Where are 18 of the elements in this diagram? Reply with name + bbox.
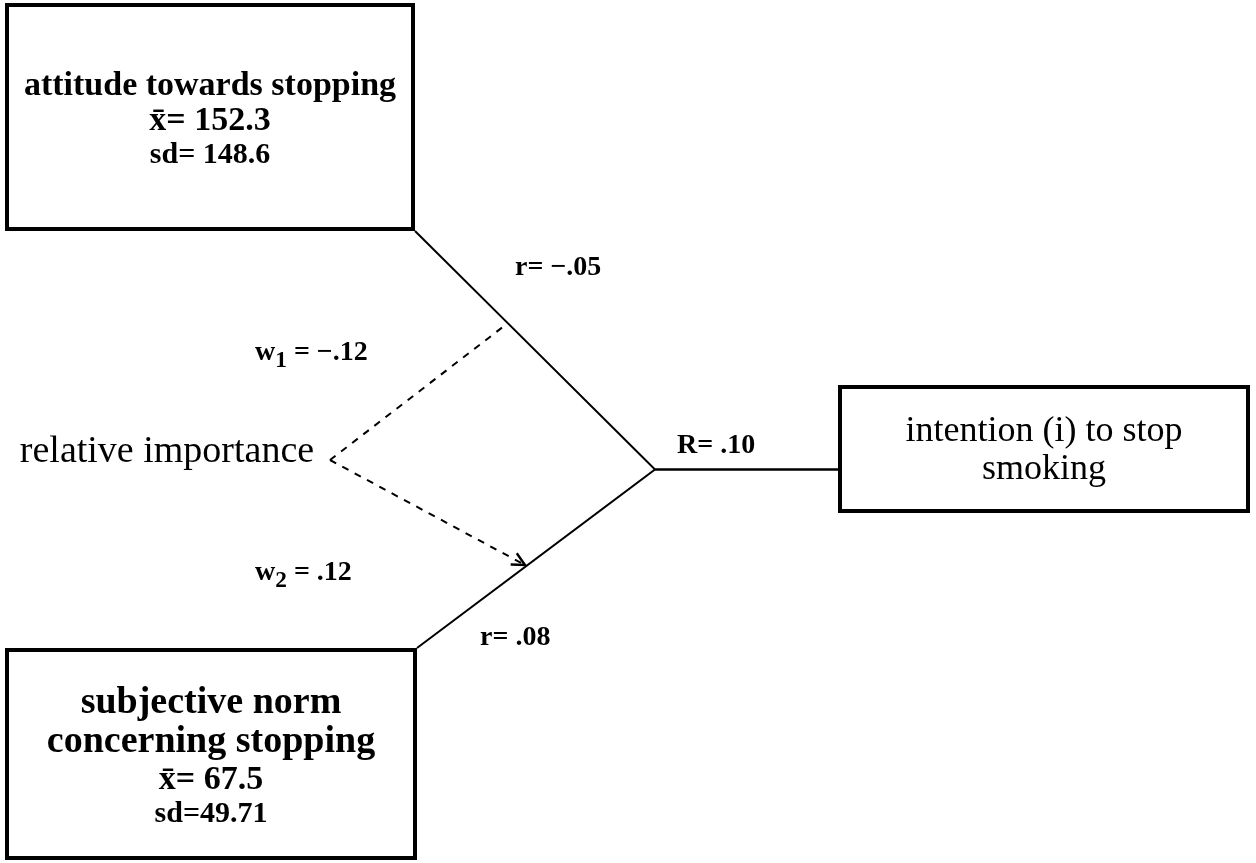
edge-label: r= −.05 xyxy=(515,250,602,282)
statistic-text: sd= 148.6 xyxy=(149,136,271,169)
statistic-text: x̄= 67.5 xyxy=(158,760,264,796)
path-line xyxy=(416,468,839,649)
statistic-text: x̄= 152.3 xyxy=(149,101,271,137)
variable-box xyxy=(5,648,417,860)
edge-label: w$_{1}$ = −.12 xyxy=(255,335,368,373)
node-title: relative importance xyxy=(19,430,315,470)
coefficient-label: R= .10 xyxy=(677,428,756,460)
node-title: subjective norm concerning stopping xyxy=(45,680,377,761)
edge-label: w$_{2}$ = .12 xyxy=(255,555,352,593)
node-title: intention (i) to stop smoking xyxy=(904,411,1184,487)
variable-box xyxy=(838,385,1250,513)
variable-box xyxy=(5,3,415,231)
statistic-text: sd=49.71 xyxy=(154,796,268,828)
edge-label: r= .08 xyxy=(480,620,551,652)
dashed-line xyxy=(329,459,527,567)
node-title: attitude towards stopping xyxy=(23,65,397,102)
